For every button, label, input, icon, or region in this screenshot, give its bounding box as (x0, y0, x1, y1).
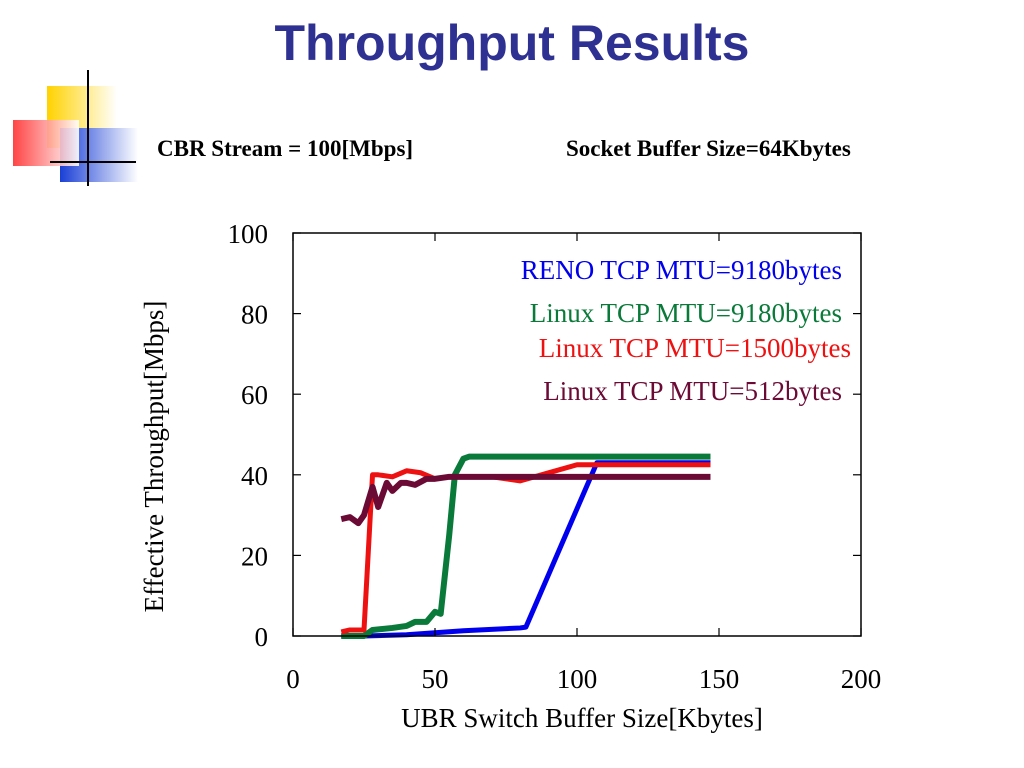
y-tick-label: 0 (255, 622, 269, 652)
y-tick-label: 100 (228, 219, 269, 249)
legend-entry-1: Linux TCP MTU=9180bytes (530, 298, 842, 328)
tick-layer: 0 50 100 150 200 0 20 40 60 80 100 (228, 219, 882, 694)
series-layer (340, 453, 711, 639)
cbr-stream-subtitle: CBR Stream = 100[Mbps] (157, 136, 414, 161)
slide-title: Throughput Results (274, 15, 750, 71)
y-tick-label: 60 (241, 380, 268, 410)
legend-entry-2: Linux TCP MTU=1500bytes (539, 333, 851, 363)
legend-entry-0: RENO TCP MTU=9180bytes (521, 255, 842, 285)
plot-frame (292, 232, 862, 637)
x-axis-label: UBR Switch Buffer Size[Kbytes] (401, 703, 763, 733)
series-line-3 (340, 473, 711, 527)
x-tick-label: 0 (286, 664, 300, 694)
legend-entry-3: Linux TCP MTU=512bytes (543, 376, 842, 406)
decorative-squares-logo (0, 0, 150, 200)
socket-buffer-subtitle: Socket Buffer Size=64Kbytes (566, 136, 851, 161)
y-tick-label: 80 (241, 300, 268, 330)
y-axis-label: Effective Throughput[Mbps] (139, 301, 169, 613)
x-tick-label: 150 (699, 664, 740, 694)
series-line-1 (341, 453, 711, 639)
x-tick-label: 50 (422, 664, 449, 694)
x-tick-label: 100 (557, 664, 598, 694)
y-tick-label: 40 (241, 461, 268, 491)
x-tick-label: 200 (841, 664, 882, 694)
y-tick-label: 20 (241, 541, 268, 571)
